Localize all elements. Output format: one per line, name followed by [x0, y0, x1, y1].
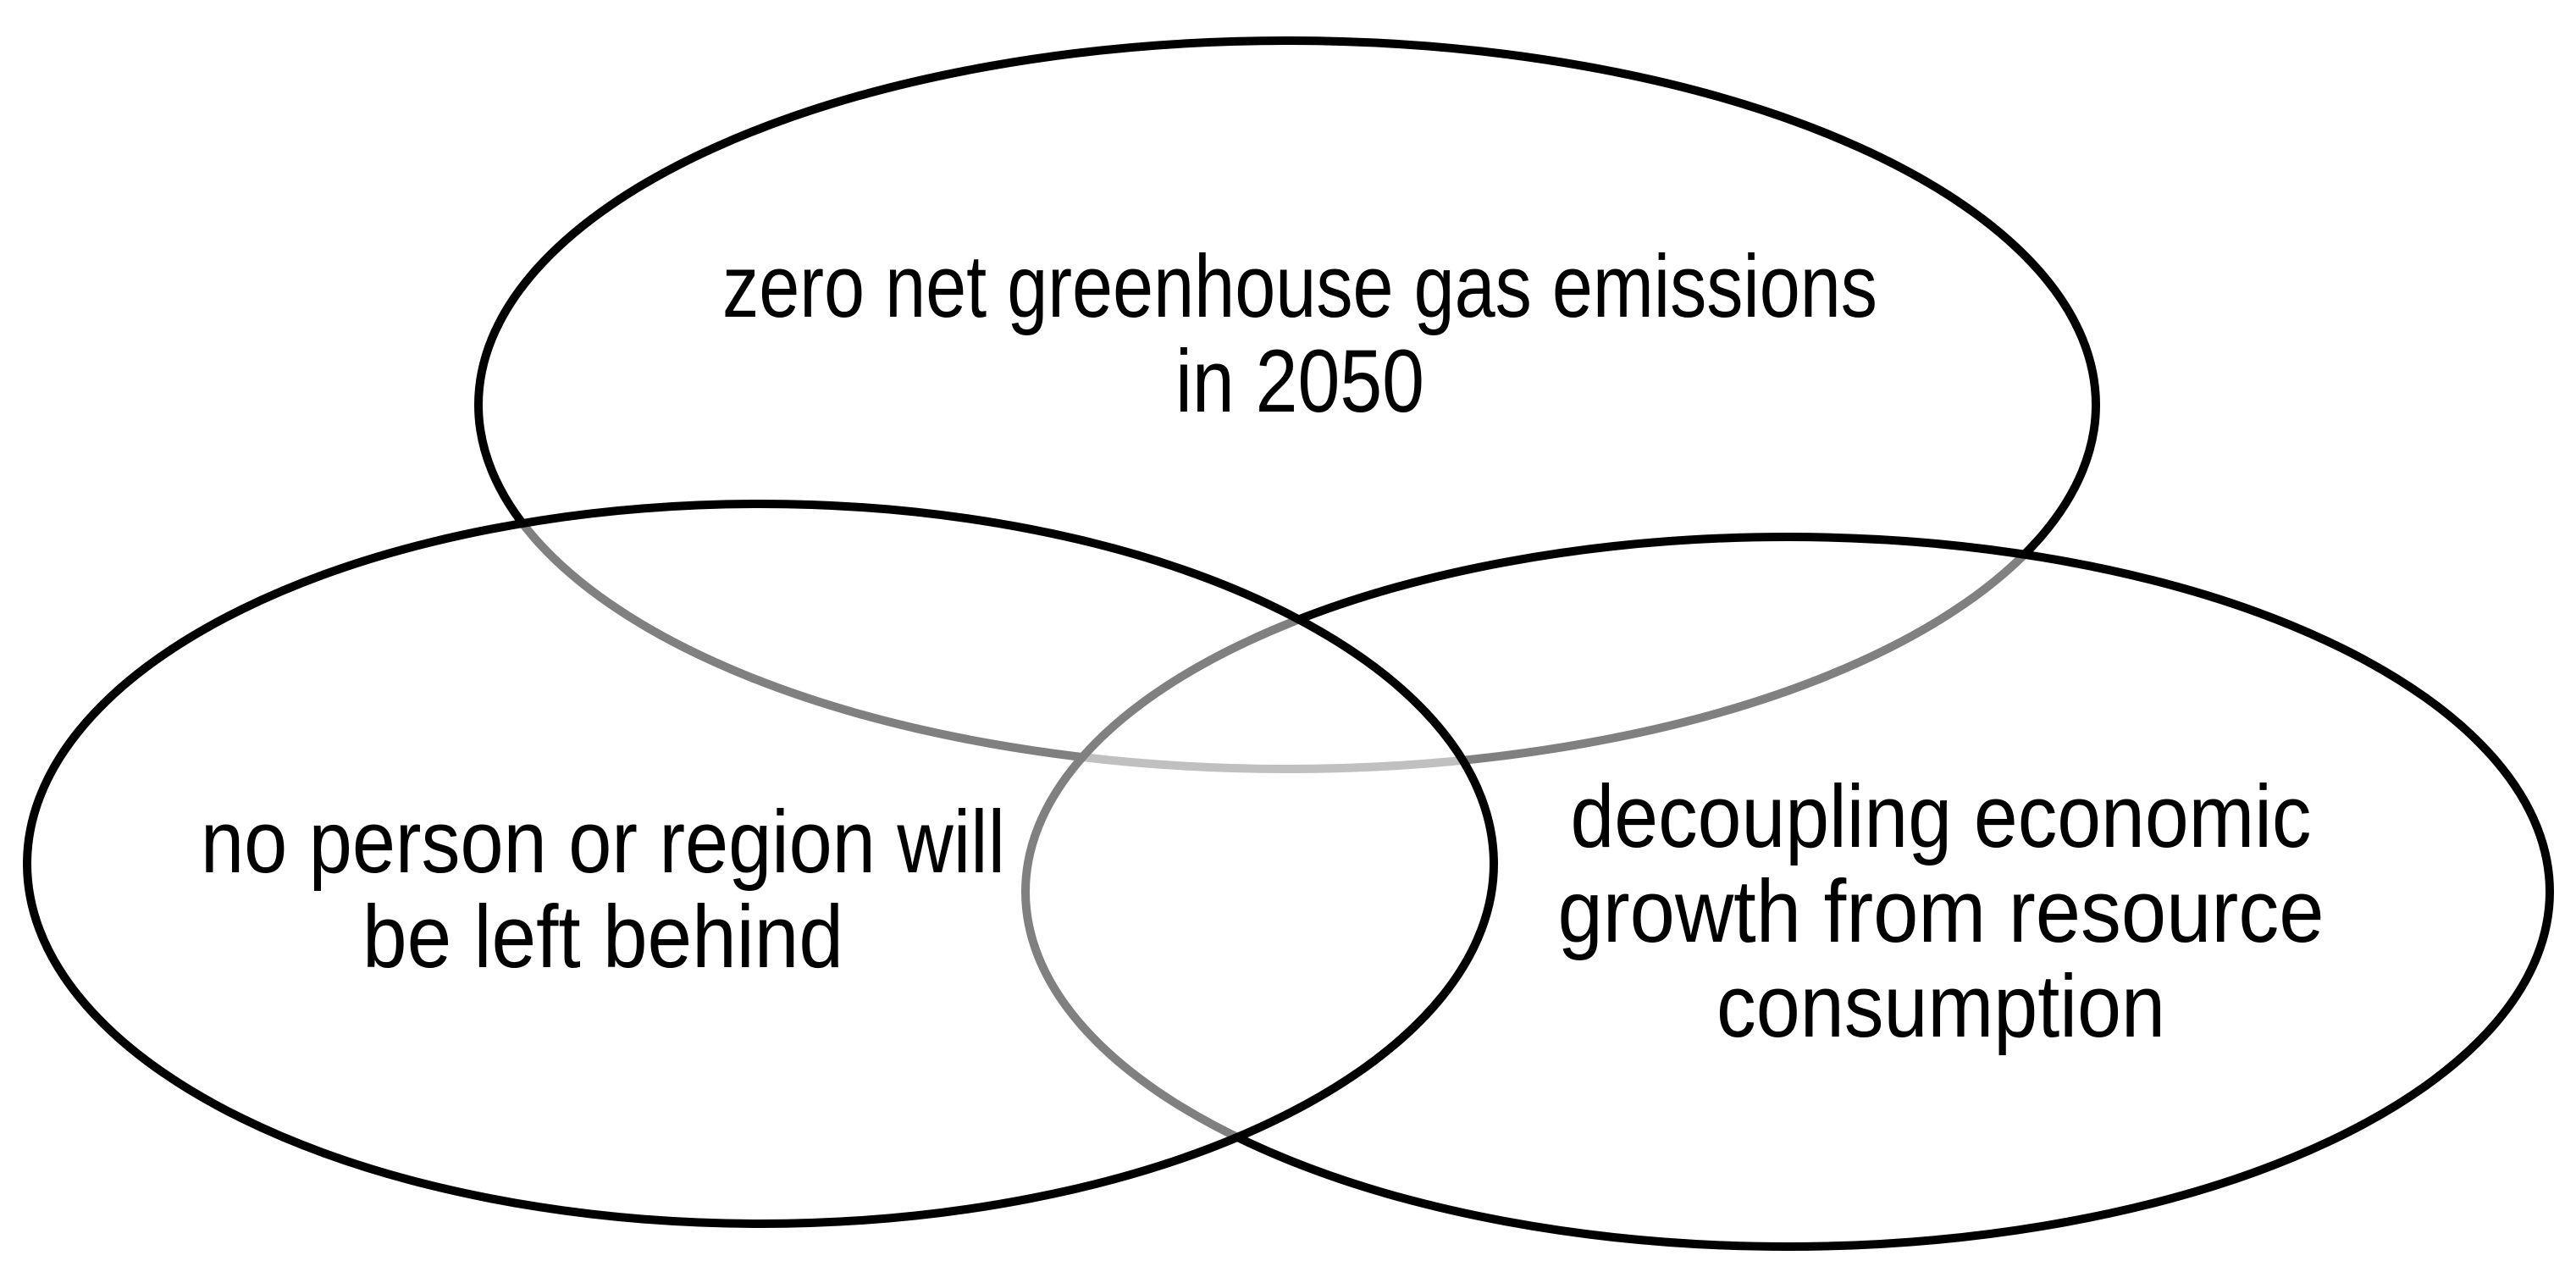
bottom-right-ellipse-label-line-3: consumption	[1716, 957, 2165, 1056]
bottom-right-ellipse-label-line-2: growth from resource	[1558, 862, 2324, 961]
bottom-left-ellipse-label: no person or region will be left behind	[201, 793, 1005, 987]
top-ellipse-label: zero net greenhouse gas emissions in 205…	[722, 237, 1877, 431]
bottom-right-ellipse-label-line-1: decoupling economic	[1571, 767, 2312, 866]
bottom-left-ellipse-label-line-1: no person or region will	[201, 793, 1005, 892]
bottom-right-ellipse-label: decoupling economic growth from resource…	[1558, 767, 2324, 1056]
bottom-left-ellipse	[23, 500, 1498, 1228]
top-ellipse-label-line-1: zero net greenhouse gas emissions	[722, 237, 1877, 336]
top-ellipse-label-line-2: in 2050	[1175, 332, 1424, 431]
bottom-left-ellipse-label-line-2: be left behind	[362, 888, 843, 987]
